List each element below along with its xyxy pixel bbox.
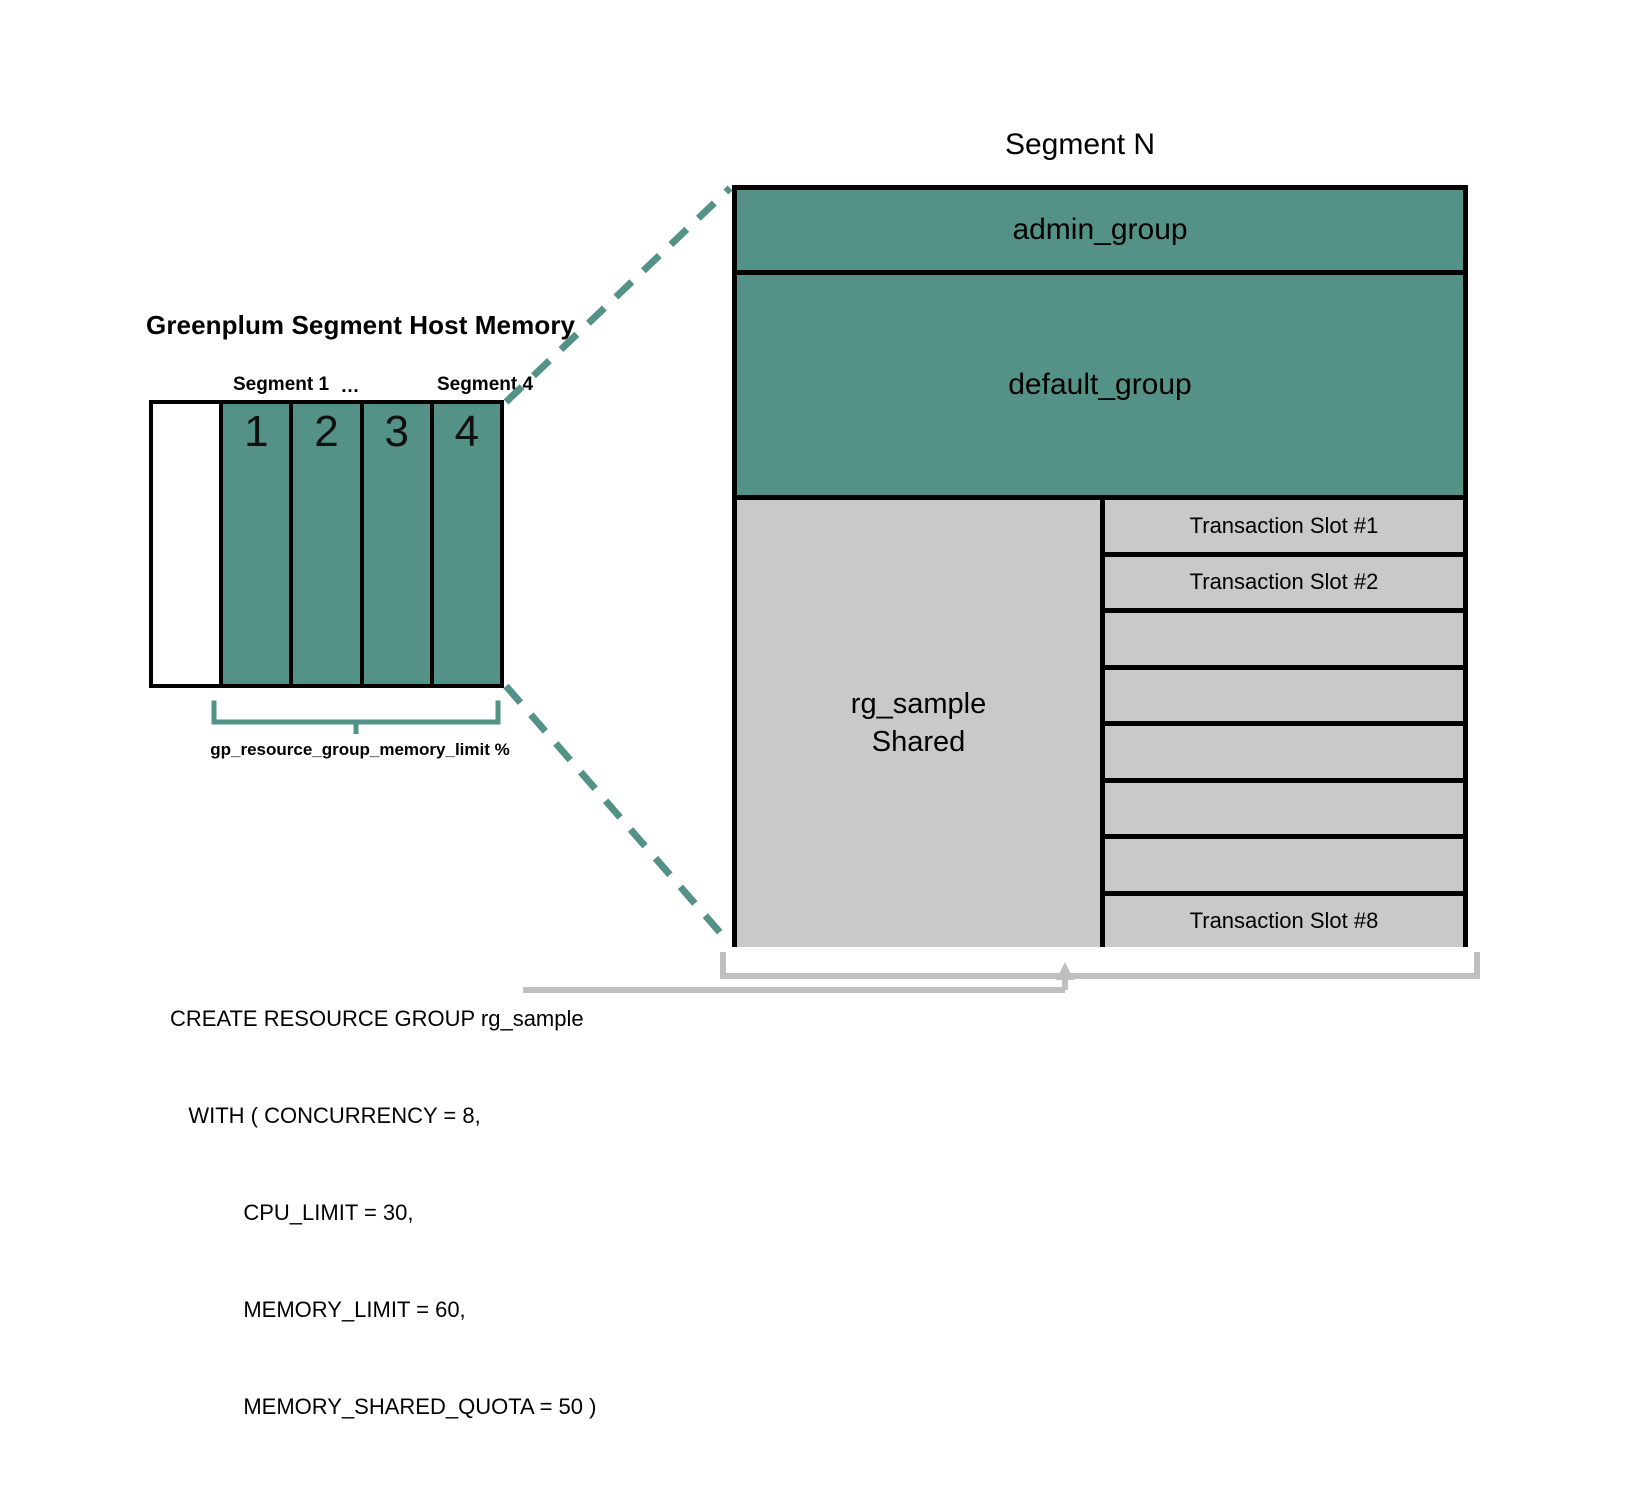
rg-sample-shared-line2: Shared	[871, 725, 966, 758]
rg-sample-shared-line1: rg_sample	[850, 687, 987, 720]
host-cell-segment-2: 2	[293, 404, 364, 684]
transaction-slot: Transaction Slot #1	[1105, 500, 1463, 557]
segment-last-caption: Segment 4	[436, 374, 534, 395]
transaction-slot	[1105, 839, 1463, 896]
transaction-slot: Transaction Slot #2	[1105, 556, 1463, 613]
admin-group-row: admin_group	[737, 190, 1463, 275]
default-group-row: default_group	[737, 275, 1463, 500]
host-memory-box: 1 2 3 4	[149, 400, 504, 688]
segment-n-title: Segment N	[1004, 128, 1156, 161]
host-cell-segment-1: 1	[223, 404, 294, 684]
host-cell-label: 1	[244, 407, 269, 456]
default-group-label: default_group	[1008, 368, 1192, 401]
sql-line-3: CPU_LIMIT = 30,	[170, 1199, 414, 1225]
host-cell-segment-3: 3	[363, 404, 434, 684]
host-memory-title: Greenplum Segment Host Memory	[146, 310, 576, 340]
connector-dashed-bottom	[503, 683, 733, 947]
host-cell-label: 3	[384, 407, 409, 456]
sql-line-1: CREATE RESOURCE GROUP rg_sample	[170, 1005, 584, 1031]
transaction-slot	[1105, 726, 1463, 783]
transaction-slot	[1105, 669, 1463, 726]
transaction-slot-label: Transaction Slot #2	[1189, 569, 1379, 595]
segment-n-box: admin_group default_group rg_sample Shar…	[732, 185, 1468, 947]
admin-group-label: admin_group	[1012, 213, 1188, 246]
host-cell-label: 4	[454, 407, 480, 456]
transaction-slot	[1105, 782, 1463, 839]
memory-limit-bracket-label: gp_resource_group_memory_limit %	[210, 740, 510, 759]
memory-limit-bracket-icon	[211, 700, 501, 734]
diagram-canvas: Greenplum Segment Host Memory Segment 1 …	[146, 128, 1480, 1419]
sql-to-slots-arrow-icon	[523, 962, 1074, 993]
sql-line-4: MEMORY_LIMIT = 60,	[170, 1296, 466, 1322]
resource-group-bracket-icon	[720, 952, 1480, 979]
host-cell-label: 2	[314, 407, 339, 456]
resource-group-row: rg_sample Shared Transaction Slot #1 Tra…	[737, 500, 1463, 947]
host-cell-segment-4: 4	[433, 404, 501, 684]
connector-dashed-top	[503, 185, 733, 405]
rg-sample-shared-cell: rg_sample Shared	[737, 500, 1105, 947]
segment-ellipsis-caption: …	[340, 376, 360, 397]
transaction-slot: Transaction Slot #8	[1105, 895, 1463, 947]
transaction-slot-label: Transaction Slot #8	[1189, 908, 1379, 934]
transaction-slot	[1105, 613, 1463, 670]
segment-first-caption: Segment 1	[232, 374, 330, 395]
transaction-slot-label: Transaction Slot #1	[1189, 512, 1379, 538]
sql-line-5: MEMORY_SHARED_QUOTA = 50 )	[170, 1393, 597, 1419]
host-cell-unused	[153, 404, 224, 684]
sql-line-2: WITH ( CONCURRENCY = 8,	[170, 1102, 481, 1128]
create-resource-group-sql: CREATE RESOURCE GROUP rg_sample WITH ( C…	[170, 938, 730, 1488]
transaction-slots-column: Transaction Slot #1 Transaction Slot #2 …	[1105, 500, 1463, 947]
